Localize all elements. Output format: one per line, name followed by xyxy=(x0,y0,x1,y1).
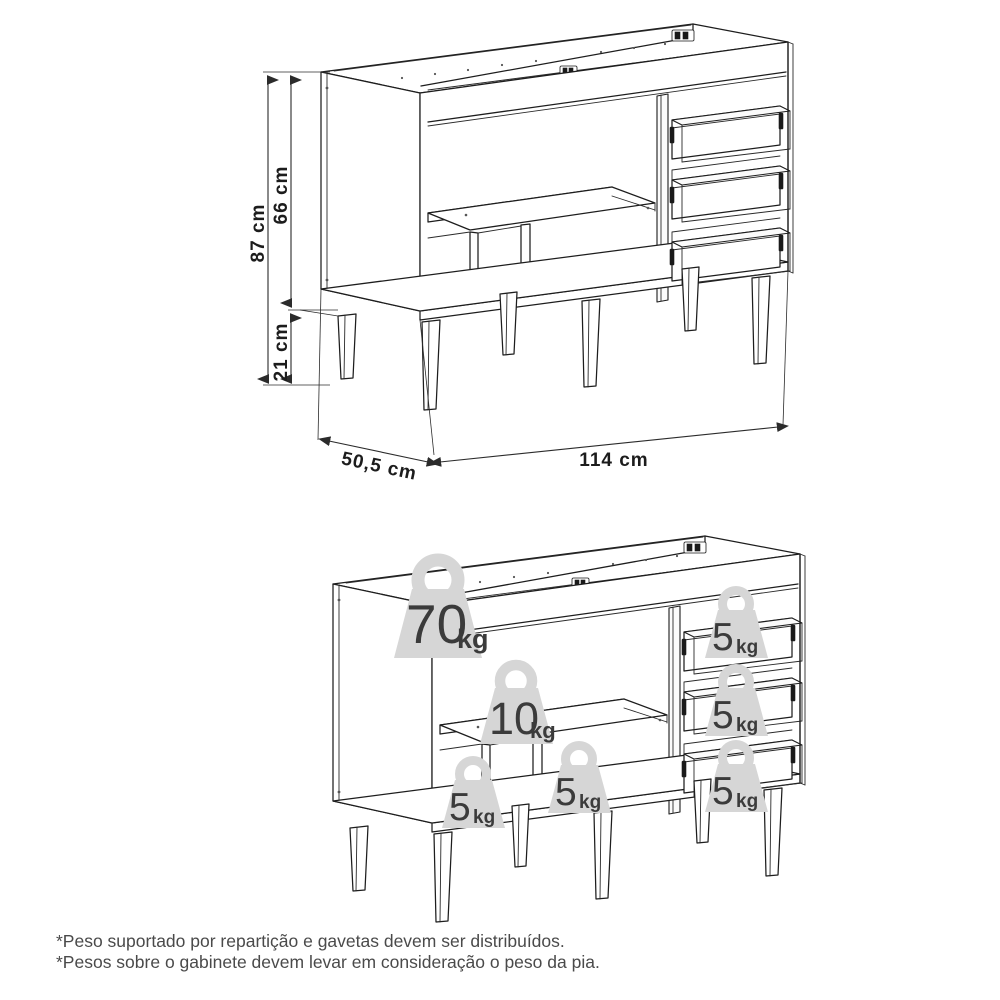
load-badge-shelf: 10 kg xyxy=(480,659,556,744)
leg-front-right-2 xyxy=(763,787,783,877)
leg-back-right xyxy=(681,266,700,332)
legs xyxy=(337,266,771,411)
dim-line-depth xyxy=(318,436,439,467)
load-badge-drawer-middle: 5 kg xyxy=(705,664,768,737)
cam-fitting-right-2 xyxy=(683,541,707,554)
load-unit-10: kg xyxy=(530,718,556,743)
leg-front-left xyxy=(421,319,441,411)
dim-label-body-height: 66 cm xyxy=(271,166,292,225)
leg-front-center xyxy=(581,298,601,388)
load-badge-lower-left: 5 kg xyxy=(442,756,505,829)
footnote-line-2: *Pesos sobre o gabinete devem levar em c… xyxy=(56,952,600,972)
load-value-10: 10 xyxy=(489,693,539,744)
leg-back-center xyxy=(499,291,518,356)
cam-fitting-right xyxy=(671,29,695,42)
load-unit-5-dt: kg xyxy=(736,637,758,658)
dim-label-width: 114 cm xyxy=(579,450,648,471)
load-badge-countertop: 70 kg xyxy=(394,553,489,658)
drawer-middle xyxy=(669,155,791,223)
leg-back-center-2 xyxy=(511,803,530,868)
drawer-top xyxy=(669,105,791,163)
legs-2 xyxy=(349,778,783,923)
load-badge-drawer-bottom: 5 kg xyxy=(705,740,768,813)
footnotes: *Peso suportado por repartição e gavetas… xyxy=(56,931,956,973)
load-unit-5-dm: kg xyxy=(736,715,758,736)
load-unit-70: kg xyxy=(457,624,489,654)
load-value-5-dt: 5 xyxy=(712,616,734,659)
dim-label-total-height: 87 cm xyxy=(248,204,269,263)
leg-back-left-2 xyxy=(349,825,369,892)
load-unit-5-db: kg xyxy=(736,791,758,812)
load-value-5-lc: 5 xyxy=(555,771,577,814)
dim-label-leg-height: 21 cm xyxy=(271,323,292,382)
load-badge-drawer-top: 5 kg xyxy=(705,586,768,659)
dimension-annotations: 87 cm 66 cm 21 cm 50,5 cm 114 cm xyxy=(248,71,789,485)
leg-front-left-2 xyxy=(433,831,453,923)
load-badge-lower-center: 5 kg xyxy=(548,741,611,814)
leg-front-right xyxy=(751,275,771,365)
leg-back-right-2 xyxy=(693,778,712,844)
load-value-70: 70 xyxy=(406,593,467,655)
footnote-line-1: *Peso suportado por repartição e gavetas… xyxy=(56,931,565,951)
leg-back-left xyxy=(337,313,357,380)
load-value-5-ll: 5 xyxy=(449,786,471,829)
cabinet-assembly-top xyxy=(320,23,794,411)
load-value-5-dm: 5 xyxy=(712,694,734,737)
leg-front-center-2 xyxy=(593,810,613,900)
load-unit-5-lc: kg xyxy=(579,792,601,813)
dim-line-width xyxy=(429,422,789,467)
load-unit-5-ll: kg xyxy=(473,807,495,828)
load-value-5-db: 5 xyxy=(712,770,734,813)
